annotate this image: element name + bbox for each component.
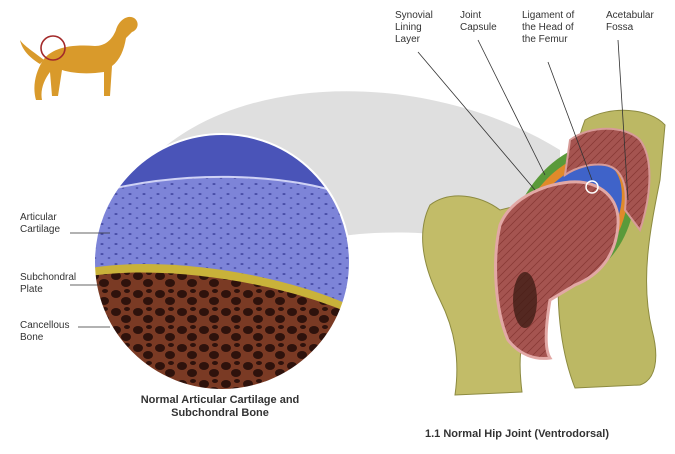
label-ligament-femur-head: Ligament of the Head of the Femur — [522, 10, 574, 46]
label-synovial-lining: Synovial Lining Layer — [395, 10, 433, 46]
label-acetabular-fossa: Acetabular Fossa — [606, 10, 654, 34]
label-joint-capsule: Joint Capsule — [460, 10, 497, 34]
label-articular-cartilage: Articular Cartilage — [20, 212, 60, 236]
marrow-cavity — [513, 272, 537, 328]
label-subchondral-plate: Subchondral Plate — [20, 272, 76, 296]
label-cancellous-bone: Cancellous Bone — [20, 320, 69, 344]
dog-illustration — [20, 17, 138, 100]
inset-caption: Normal Articular Cartilage and Subchondr… — [110, 394, 330, 420]
figure-caption: 1.1 Normal Hip Joint (Ventrodorsal) — [425, 428, 665, 441]
